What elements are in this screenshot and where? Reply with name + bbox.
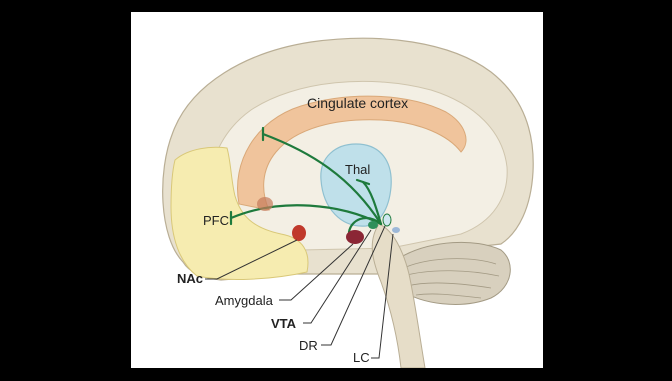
label-vta: VTA: [271, 316, 297, 331]
amygdala-nucleus: [346, 230, 364, 244]
lc-nucleus: [392, 227, 400, 233]
label-nac: NAc: [177, 271, 203, 286]
label-lc: LC: [353, 350, 370, 365]
label-pfc: PFC: [203, 213, 229, 228]
figure-panel: Cingulate cortex Thal PFC NAc Amygdala V…: [131, 12, 543, 368]
label-amygdala: Amygdala: [215, 293, 274, 308]
label-thal: Thal: [345, 162, 370, 177]
nac-nucleus: [292, 225, 306, 241]
label-cingulate-cortex: Cingulate cortex: [307, 95, 408, 111]
dr-nucleus: [383, 214, 391, 226]
vta-nucleus: [368, 221, 378, 229]
pfc-nucleus: [257, 197, 273, 211]
brain-diagram: Cingulate cortex Thal PFC NAc Amygdala V…: [131, 12, 543, 368]
label-dr: DR: [299, 338, 318, 353]
